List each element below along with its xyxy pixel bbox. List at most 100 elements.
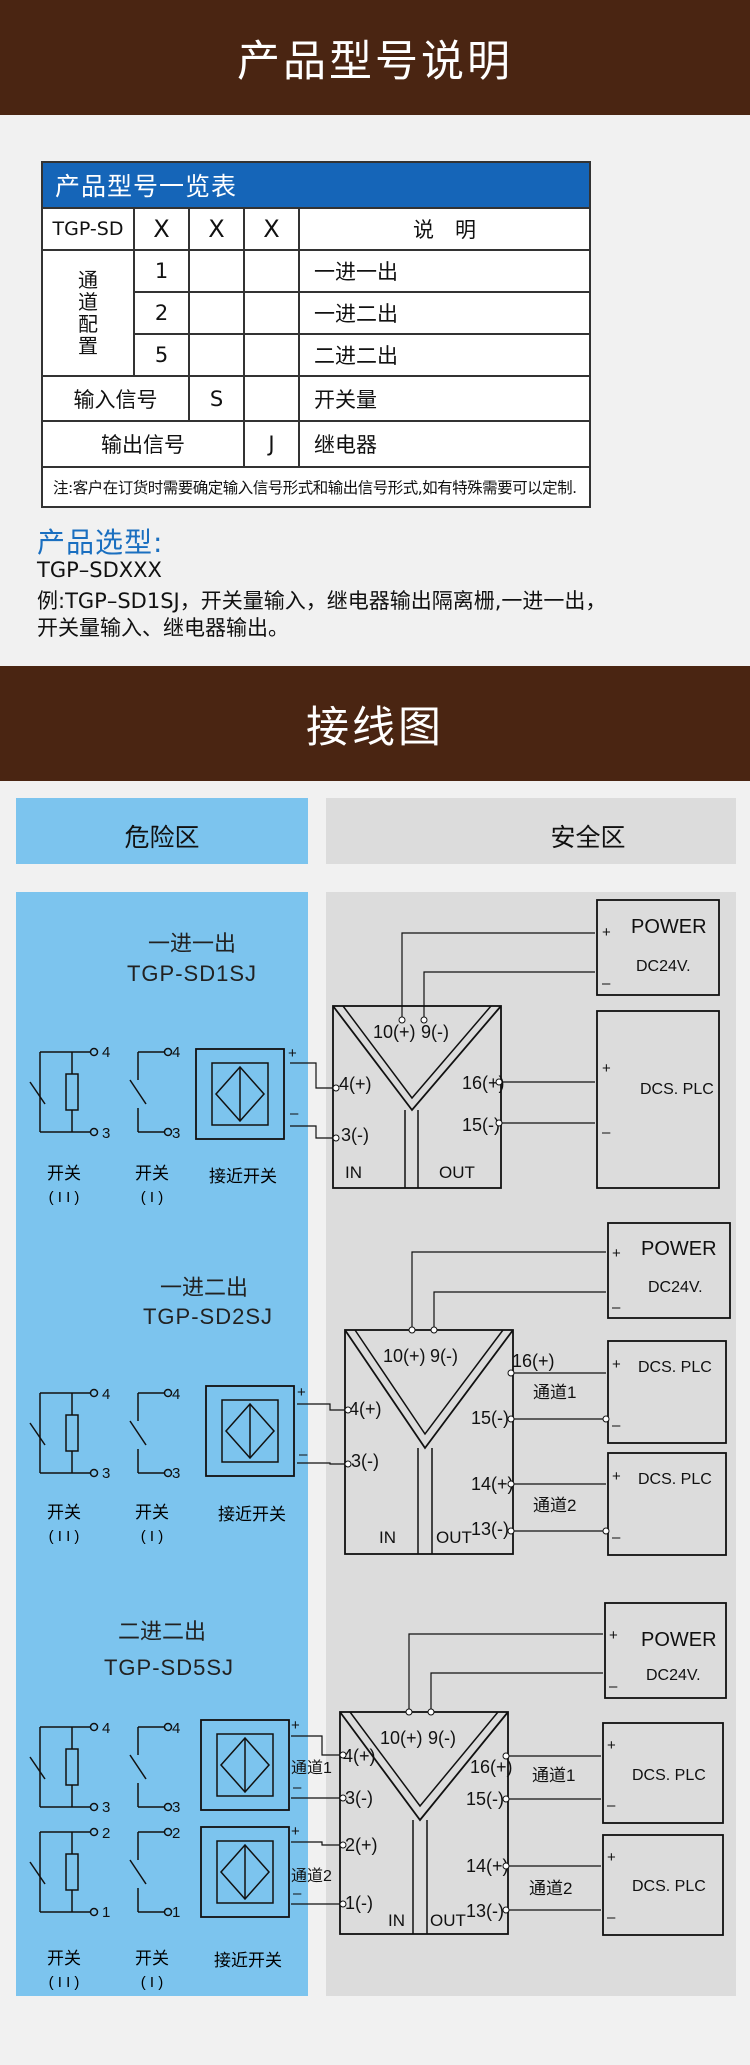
diagram-1: 一进一出 TGP-SD1SJ 4 3 4 3 + – 开关 ( I I ) 开关… — [29, 899, 720, 1206]
table-rule — [43, 249, 589, 251]
output-signal-desc: 继电器 — [314, 433, 377, 457]
svg-text:+: + — [609, 1627, 618, 1644]
table-header-x3: X — [263, 215, 280, 243]
svg-text:POWER: POWER — [641, 1238, 717, 1260]
svg-text:4: 4 — [102, 1720, 110, 1737]
svg-text:3: 3 — [172, 1465, 180, 1482]
safe-zone — [326, 892, 736, 1996]
output-channel-1-label: 通道1 — [532, 1766, 575, 1785]
channel-code-5: 5 — [154, 343, 169, 367]
dcs-plc-box — [596, 1010, 720, 1189]
table-rule — [43, 375, 589, 377]
input-signal-desc: 开关量 — [314, 387, 377, 412]
table-rule — [43, 466, 589, 468]
table-header-x2: X — [208, 215, 225, 243]
svg-text:+: + — [612, 1468, 621, 1485]
diagram-2-model: TGP-SD2SJ — [143, 1304, 273, 1329]
dcs-plc-box-1 — [602, 1722, 724, 1824]
product-example-line2: 开关量输入、继电器输出。 — [37, 616, 289, 640]
svg-text:OUT: OUT — [436, 1528, 472, 1547]
svg-text:15(-): 15(-) — [466, 1789, 504, 1809]
diagram-3-title: 二进二出 — [118, 1619, 206, 1644]
svg-text:+: + — [297, 1384, 306, 1401]
svg-text:10(+): 10(+) — [380, 1728, 423, 1748]
svg-text:DCS. PLC: DCS. PLC — [638, 1359, 712, 1376]
input-channel-1-label: 通道1 — [291, 1759, 332, 1777]
safe-zone-label: 安全区 — [550, 824, 625, 852]
wiring-svg: 危险区 安全区 — [16, 798, 736, 1996]
svg-text:–: – — [612, 1529, 621, 1546]
svg-text:–: – — [612, 1299, 621, 1316]
section-title: 接线图 — [306, 702, 444, 753]
svg-text:DCS. PLC: DCS. PLC — [632, 1878, 706, 1895]
output-channel-1-label: 通道1 — [533, 1383, 576, 1402]
svg-text:POWER: POWER — [641, 1629, 717, 1651]
switch-i-label: 开关 — [135, 1164, 169, 1183]
svg-text:2(+): 2(+) — [345, 1835, 378, 1855]
input-channel-2-label: 通道2 — [291, 1867, 332, 1885]
svg-text:2: 2 — [172, 1825, 180, 1842]
table-rule — [133, 333, 589, 335]
section-title: 产品型号说明 — [237, 36, 513, 87]
switch-ii-label: 开关 — [47, 1164, 81, 1183]
svg-text:4(+): 4(+) — [339, 1074, 372, 1094]
svg-text:+: + — [607, 1737, 616, 1754]
svg-text:( I I ): ( I I ) — [49, 1528, 80, 1545]
svg-text:9(-): 9(-) — [421, 1022, 449, 1042]
table-note: 注:客户在订货时需要确定输入信号形式和输出信号形式,如有特殊需要可以定制. — [53, 479, 577, 497]
svg-text:1(-): 1(-) — [345, 1893, 373, 1913]
svg-text:16(+): 16(+) — [470, 1757, 513, 1777]
dcs-plc-box-1 — [607, 1340, 727, 1444]
svg-text:DCS. PLC: DCS. PLC — [638, 1471, 712, 1488]
diagram-1-model: TGP-SD1SJ — [127, 961, 257, 986]
svg-text:DC24V.: DC24V. — [646, 1667, 701, 1684]
svg-text:10(+): 10(+) — [383, 1346, 426, 1366]
svg-text:1: 1 — [102, 1904, 110, 1921]
barrier-module — [332, 1005, 502, 1189]
svg-text:16(+): 16(+) — [462, 1073, 505, 1093]
svg-text:4: 4 — [172, 1044, 180, 1061]
svg-text:4(+): 4(+) — [343, 1746, 376, 1766]
svg-text:15(-): 15(-) — [462, 1115, 500, 1135]
svg-text:+: + — [602, 1060, 611, 1077]
table-header-desc: 说 明 — [413, 218, 476, 242]
svg-text:+: + — [291, 1823, 300, 1840]
table-header-model: TGP-SD — [52, 218, 124, 240]
svg-text:4: 4 — [102, 1044, 110, 1061]
output-signal-code: J — [268, 432, 275, 456]
svg-text:+: + — [602, 924, 611, 941]
output-channel-2-label: 通道2 — [529, 1879, 572, 1898]
svg-text:3: 3 — [102, 1125, 110, 1142]
channel-desc-1: 一进一出 — [314, 260, 398, 284]
proximity-switch-label: 接近开关 — [209, 1167, 277, 1186]
svg-text:–: – — [607, 1797, 616, 1814]
channel-code-2: 2 — [154, 301, 169, 325]
product-example-line1: 例:TGP–SD1SJ，开关量输入，继电器输出隔离栅,一进一出， — [37, 589, 607, 613]
barrier-module — [344, 1329, 514, 1555]
svg-text:–: – — [299, 1446, 308, 1463]
svg-text:9(-): 9(-) — [428, 1728, 456, 1748]
svg-text:–: – — [293, 1779, 302, 1796]
svg-text:–: – — [607, 1909, 616, 1926]
section-banner-wiring: 接线图 — [0, 666, 750, 781]
svg-text:14(+): 14(+) — [466, 1856, 509, 1876]
table-rule — [133, 207, 135, 375]
power-supply-box — [604, 1602, 727, 1699]
svg-text:3: 3 — [172, 1799, 180, 1816]
svg-text:3(-): 3(-) — [341, 1125, 369, 1145]
svg-text:+: + — [612, 1356, 621, 1373]
diagram-2: 一进二出 TGP-SD2SJ 4 3 4 3 + – 开关 ( I I ) 开关… — [29, 1222, 731, 1556]
svg-text:–: – — [602, 1124, 611, 1141]
svg-text:14(+): 14(+) — [471, 1474, 514, 1494]
channel-desc-2: 一进二出 — [314, 302, 398, 326]
diagram-1-title: 一进一出 — [148, 931, 236, 956]
output-signal-label: 输出信号 — [101, 433, 185, 457]
svg-text:–: – — [609, 1678, 618, 1695]
svg-text:IN: IN — [388, 1911, 405, 1930]
power-supply-box — [607, 1222, 731, 1319]
svg-text:( I I ): ( I I ) — [49, 1974, 80, 1991]
input-signal-label: 输入信号 — [73, 387, 158, 412]
svg-text:3: 3 — [102, 1799, 110, 1816]
svg-text:+: + — [291, 1717, 300, 1734]
switch-ii-label: 开关 — [47, 1949, 81, 1968]
